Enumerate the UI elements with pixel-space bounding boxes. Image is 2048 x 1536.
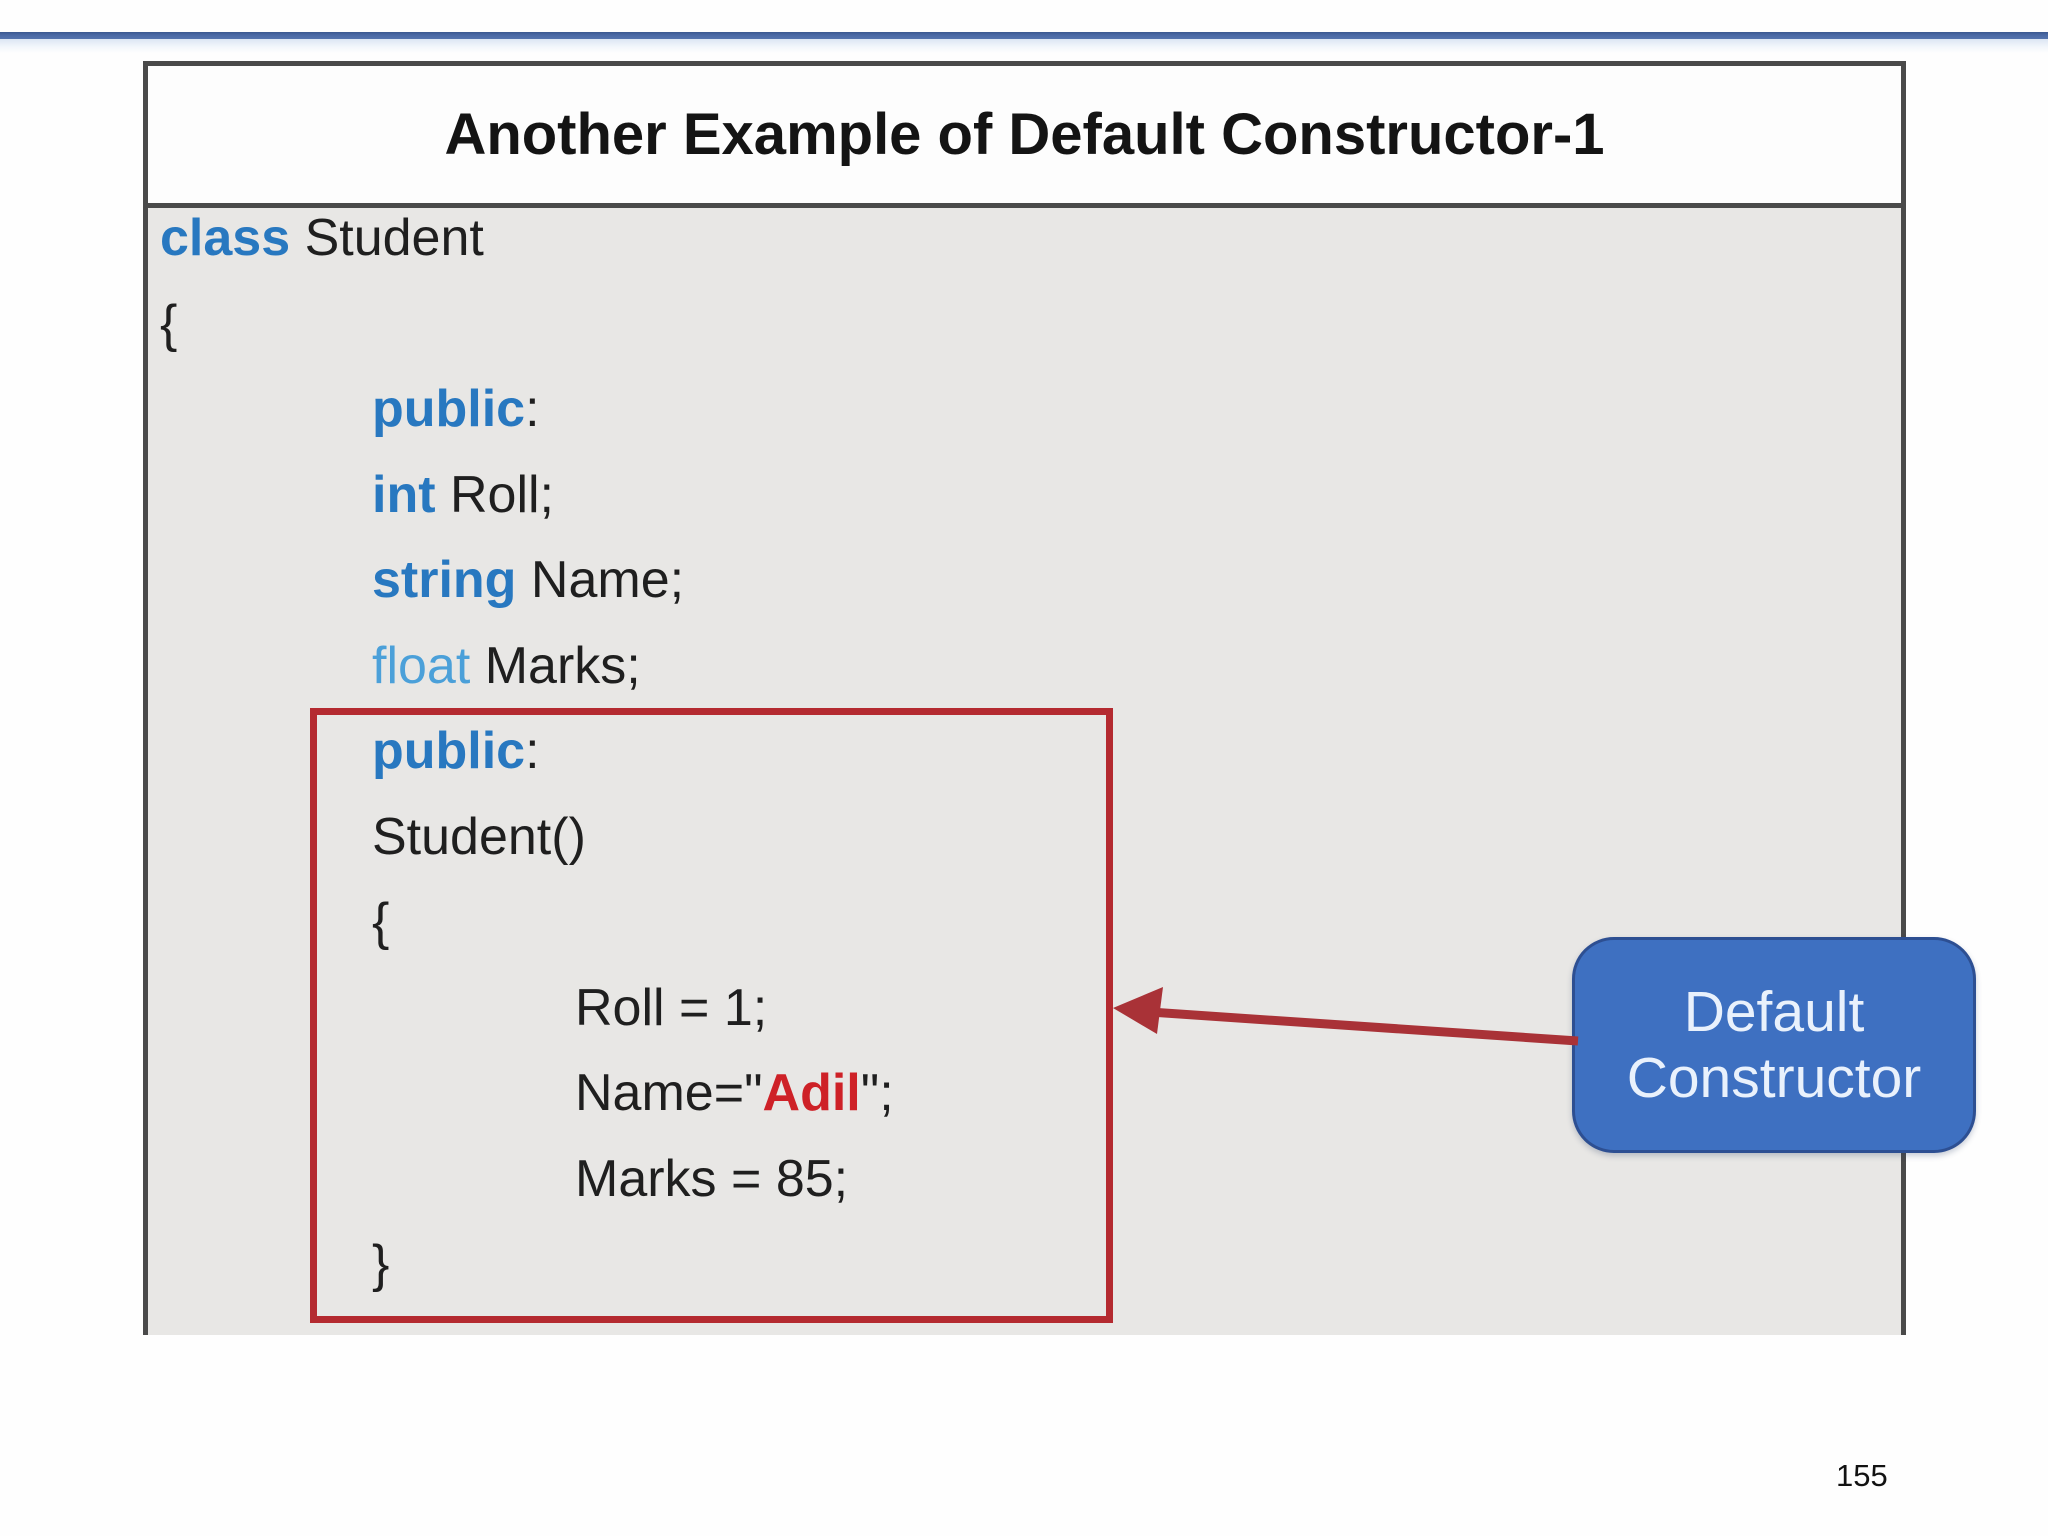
code-segment: Student: [290, 209, 484, 267]
code-line: Roll = 1;: [148, 966, 1901, 1052]
code-segment: public: [372, 380, 526, 438]
code-segment: Student(): [372, 807, 586, 866]
code-line: public:: [148, 367, 1901, 453]
code-line: Name="Adil";: [148, 1051, 1901, 1137]
default-constructor-callout: Default Constructor: [1572, 937, 1976, 1153]
code-line: }: [148, 1222, 1901, 1308]
code-segment: Roll = 1;: [575, 978, 768, 1037]
code-segment: :: [525, 722, 540, 780]
top-rule: [0, 32, 2048, 39]
constructor-highlight-box: [310, 708, 1113, 1323]
code-line: {: [148, 880, 1901, 966]
code-segment: int: [372, 465, 436, 524]
code-line: public:: [148, 709, 1901, 795]
code-segment: Roll;: [435, 465, 555, 524]
slide-title-bar: Another Example of Default Constructor-1: [148, 66, 1901, 208]
code-segment: {: [160, 294, 178, 353]
code-segment: public: [372, 722, 526, 780]
code-line: string Name;: [148, 538, 1901, 624]
code-segment: Name=": [575, 1064, 763, 1122]
code-segment: Adil: [762, 1064, 861, 1122]
code-segment: :: [525, 380, 540, 438]
code-segment: string: [372, 551, 517, 609]
code-segment: float: [372, 636, 471, 695]
code-line: class Student: [148, 196, 1901, 282]
code-segment: {: [372, 893, 390, 951]
code-line: float Marks;: [148, 624, 1901, 710]
top-rule-glow: [0, 39, 2048, 53]
code-segment: class: [160, 209, 291, 267]
code-segment: Marks;: [470, 636, 641, 695]
code-segment: Name;: [516, 551, 685, 609]
code-line: {: [148, 282, 1901, 368]
page-number: 155: [1836, 1458, 1888, 1493]
code-segment: Marks = 85;: [575, 1149, 849, 1208]
slide-body: class Student{public:int Roll;string Nam…: [148, 208, 1976, 1335]
slide-title: Another Example of Default Constructor-1: [444, 102, 1605, 167]
callout-line-1: Default: [1683, 980, 1865, 1044]
code-segment: }: [372, 1235, 390, 1293]
code-block: class Student{public:int Roll;string Nam…: [148, 196, 1901, 1308]
code-line: int Roll;: [148, 453, 1901, 539]
slide-content-box: Another Example of Default Constructor-1…: [143, 61, 1976, 1335]
code-segment: ";: [860, 1064, 894, 1122]
code-line: Marks = 85;: [148, 1137, 1901, 1223]
callout-line-2: Constructor: [1626, 1046, 1922, 1110]
code-line: Student(): [148, 795, 1901, 881]
